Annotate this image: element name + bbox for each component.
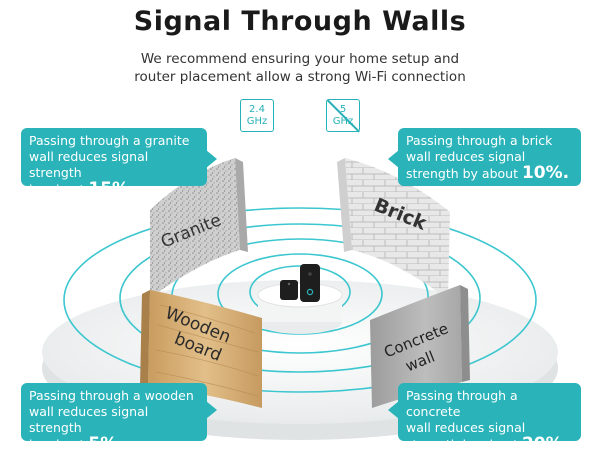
granite-callout-prefix: by about bbox=[29, 182, 89, 197]
concrete-callout-prefix: strength by about bbox=[406, 437, 522, 450]
brick-callout-prefix: strength by about bbox=[406, 166, 522, 181]
band-2-4ghz-badge: 2.4 GHz bbox=[240, 99, 274, 132]
granite-callout-line1: Passing through a granite bbox=[29, 133, 190, 148]
wooden-callout-line3: by about 5%. bbox=[29, 436, 199, 450]
wooden-callout-line2: wall reduces signal strength bbox=[29, 404, 149, 435]
band-2-4ghz-unit: GHz bbox=[246, 116, 268, 127]
wooden-callout: Passing through a wooden wall reduces si… bbox=[21, 383, 217, 450]
concrete-callout: Passing through a concrete wall reduces … bbox=[388, 383, 581, 450]
brick-wall: Brick bbox=[337, 158, 450, 300]
concrete-wall: Concrete wall bbox=[370, 285, 470, 408]
granite-callout-line3: by about 15%. bbox=[29, 181, 199, 198]
concrete-callout-line1: Passing through a concrete bbox=[406, 388, 518, 419]
callout-pointer bbox=[206, 401, 217, 419]
granite-callout: Passing through a granite wall reduces s… bbox=[21, 128, 217, 198]
concrete-callout-percent: 20%. bbox=[521, 434, 570, 450]
callout-pointer bbox=[206, 150, 217, 168]
subtitle-line1: We recommend ensuring your home setup an… bbox=[140, 51, 460, 67]
brick-callout-line3: strength by about 10%. bbox=[406, 165, 573, 182]
device-stand bbox=[257, 282, 343, 334]
band-2-4ghz-value: 2.4 bbox=[249, 104, 265, 115]
brick-callout-percent: 10%. bbox=[521, 163, 570, 183]
wooden-callout-prefix: by about bbox=[29, 437, 89, 450]
wooden-wall: Wooden board bbox=[140, 290, 262, 408]
subtitle-line2: router placement allow a strong Wi-Fi co… bbox=[134, 69, 466, 85]
wooden-callout-line1: Passing through a wooden bbox=[29, 388, 194, 403]
callout-pointer bbox=[388, 150, 399, 168]
concrete-callout-line3: strength by about 20%. bbox=[406, 436, 573, 450]
band-5ghz-badge: 5 GHz bbox=[326, 99, 360, 133]
callout-pointer bbox=[388, 401, 399, 419]
concrete-callout-line2: wall reduces signal bbox=[406, 420, 526, 435]
band-5ghz-unit: GHz bbox=[332, 116, 354, 127]
page-subtitle: We recommend ensuring your home setup an… bbox=[60, 50, 540, 86]
brick-callout-line2: wall reduces signal bbox=[406, 149, 526, 164]
page-title: Signal Through Walls bbox=[133, 6, 467, 37]
band-5ghz-value: 5 bbox=[339, 104, 347, 115]
brick-callout: Passing through a brick wall reduces sig… bbox=[388, 128, 581, 186]
brick-callout-line1: Passing through a brick bbox=[406, 133, 553, 148]
wooden-callout-percent: 5%. bbox=[88, 434, 124, 450]
granite-wall: Granite bbox=[150, 158, 248, 298]
granite-callout-line2: wall reduces signal strength bbox=[29, 149, 149, 180]
chime-device bbox=[280, 280, 298, 300]
doorbell-device bbox=[300, 264, 320, 302]
granite-callout-percent: 15%. bbox=[88, 179, 136, 199]
